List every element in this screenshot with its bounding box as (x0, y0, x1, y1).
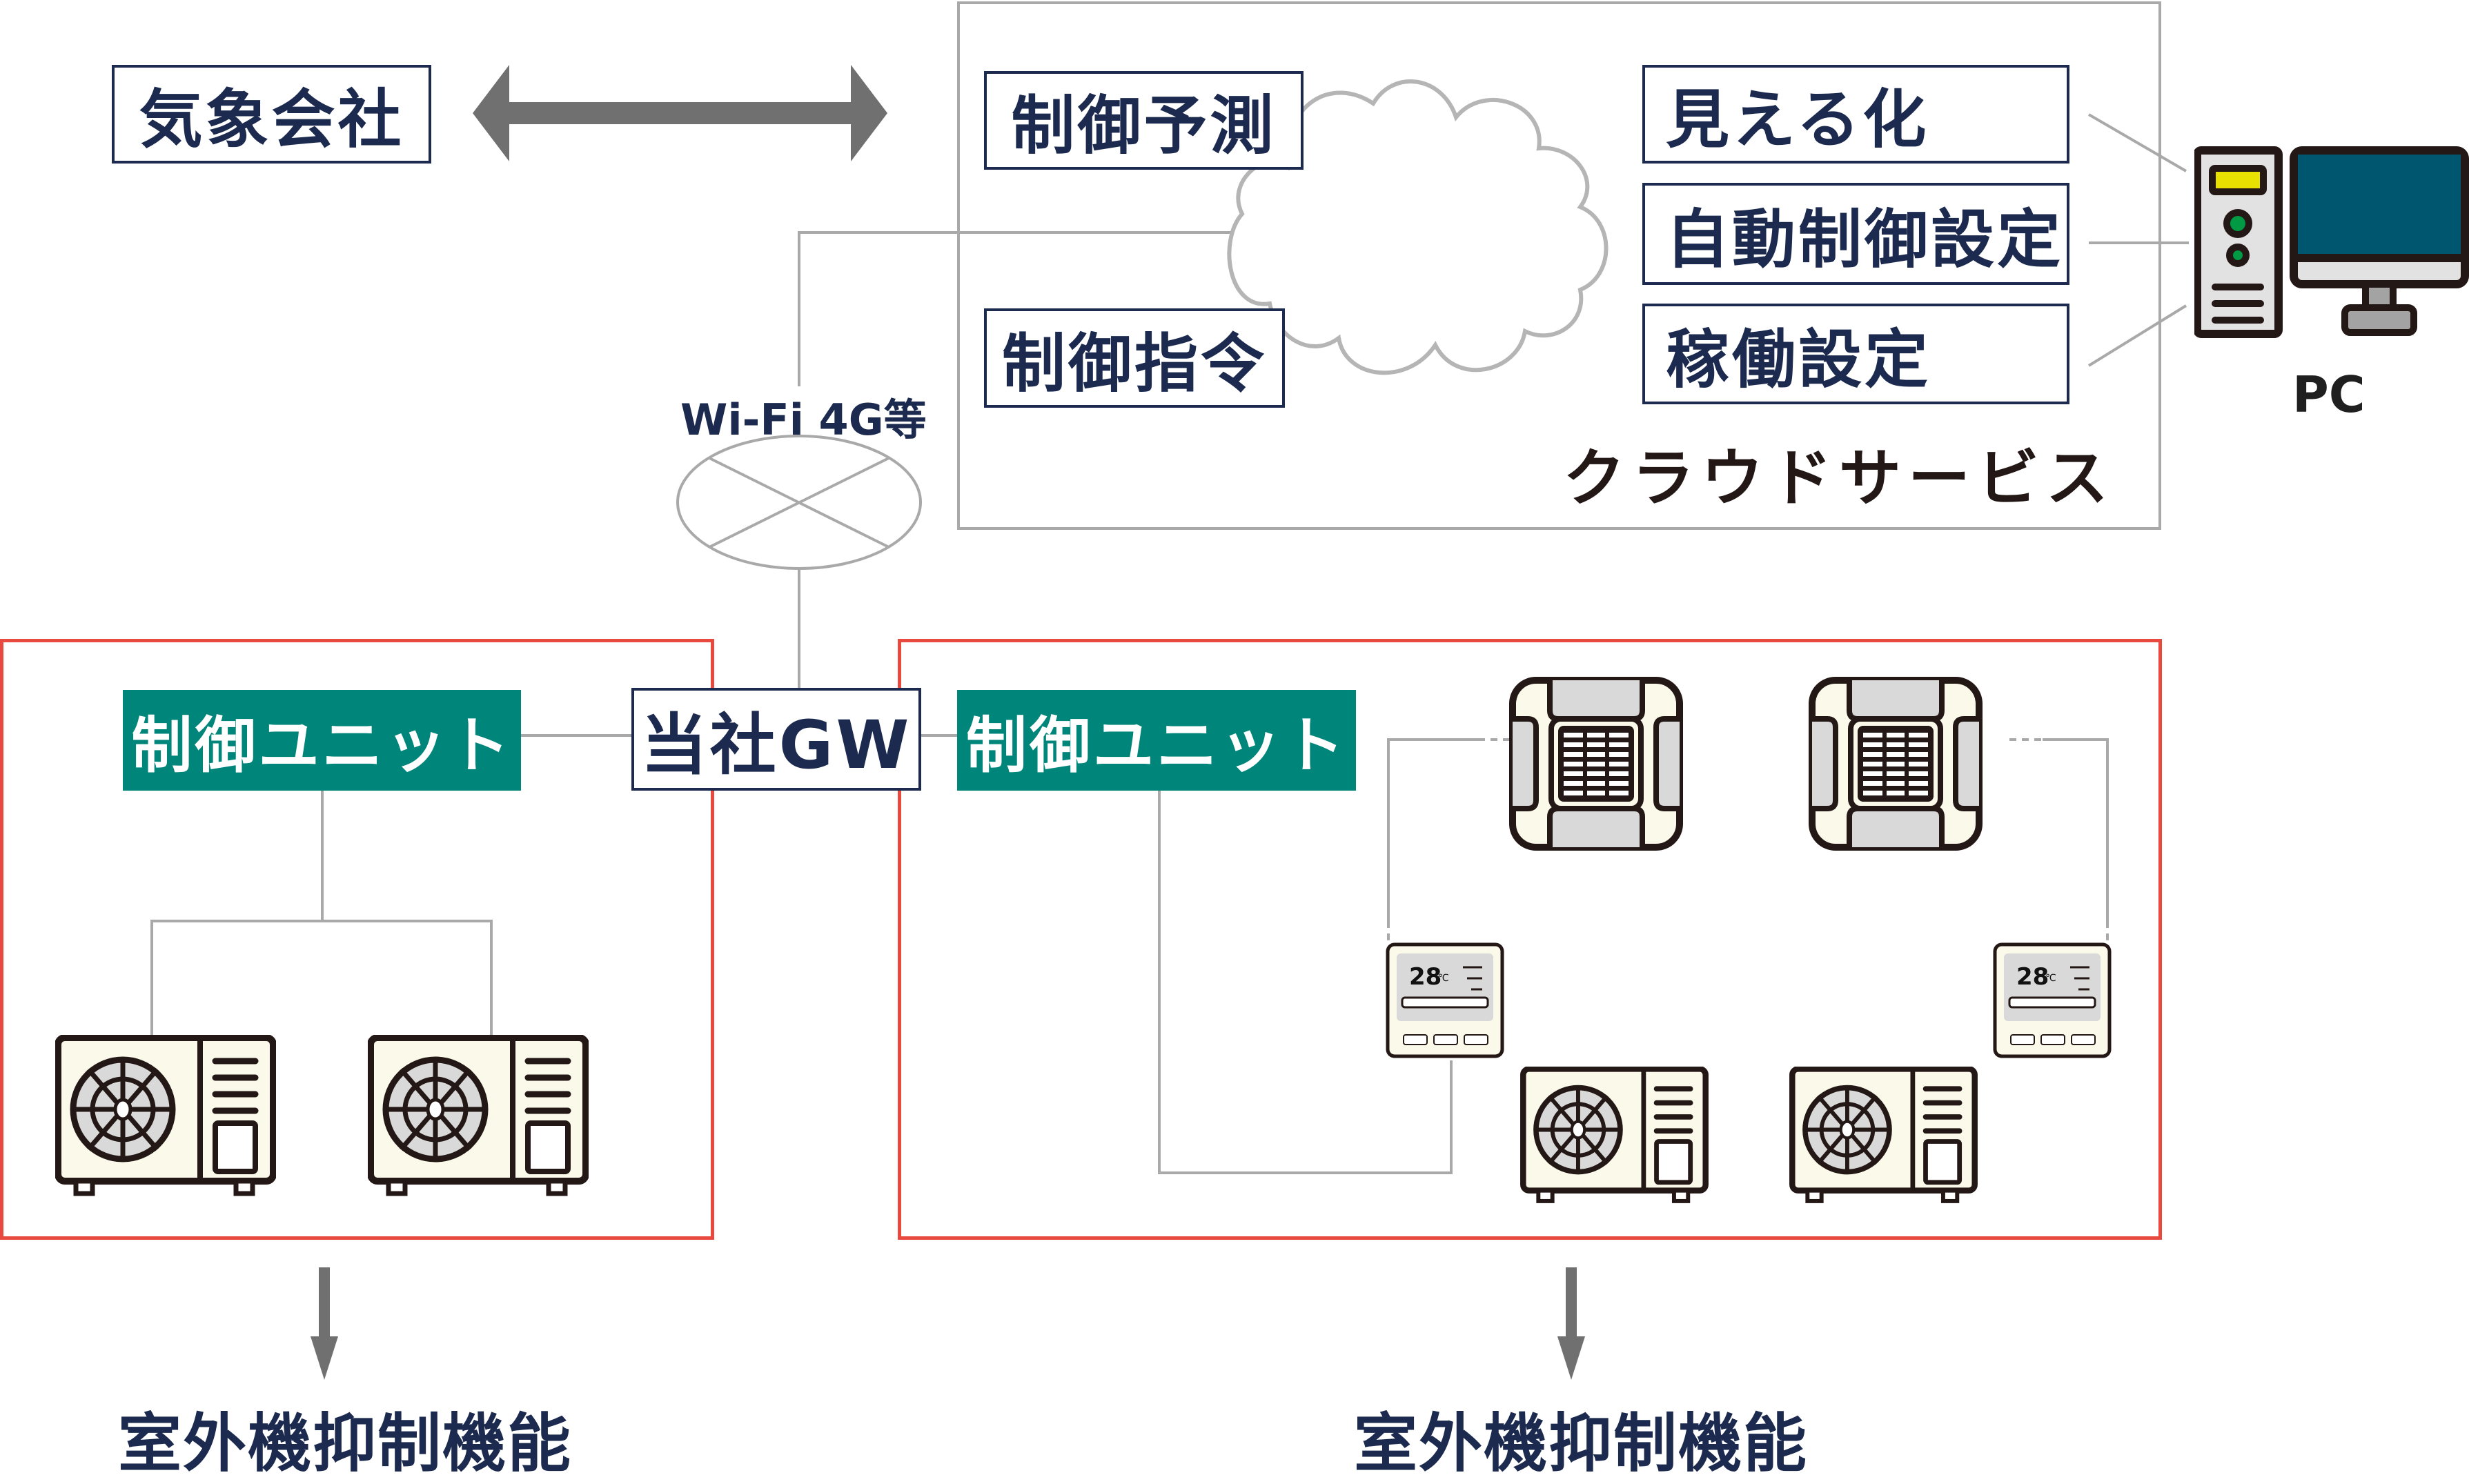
remote-temp-unit: ℃ (2045, 973, 2056, 984)
left-control-unit-label: 制御ユニット (131, 709, 513, 781)
pc-line-operation (2087, 304, 2187, 367)
remote-controller-1: 28 ℃ (1386, 942, 1504, 1058)
right-outdoor-unit-1-icon (1519, 1067, 1709, 1205)
gateway-label: 当社GW (640, 706, 912, 784)
network-ellipse-icon (676, 435, 922, 570)
left-site-frame (0, 639, 714, 1240)
control-command-label: 制御指令 (1001, 326, 1267, 401)
visualization-box: 見える化 (1642, 65, 2069, 164)
left-down-arrow (311, 1267, 338, 1380)
control-prediction-label: 制御予測 (1011, 89, 1277, 163)
operation-setting-box: 稼働設定 (1642, 304, 2069, 404)
operation-setting-label: 稼働設定 (1666, 322, 1931, 397)
cloud-to-network-line (798, 231, 1235, 386)
indoor-unit-2-icon (1808, 676, 1983, 851)
right-control-line (1158, 791, 1453, 1174)
right-control-unit-label: 制御ユニット (965, 709, 1347, 781)
remote-controller-icon (1386, 942, 1504, 1058)
control-prediction-box: 制御予測 (984, 71, 1304, 170)
remote-temp-unit: ℃ (1438, 973, 1449, 984)
cloud-service-frame (957, 1, 2161, 530)
right-control-unit-box: 制御ユニット (957, 690, 1356, 791)
left-outdoor-unit-2-icon (368, 1035, 589, 1198)
right-site-frame (898, 639, 2162, 1240)
pc-label: PC (2292, 366, 2365, 424)
bidirectional-arrow (473, 65, 887, 161)
auto-control-setting-label: 自動制御設定 (1666, 202, 2064, 277)
right-down-arrow (1557, 1267, 1585, 1380)
visualization-label: 見える化 (1666, 83, 1929, 157)
right-result-label: 室外機抑制機能 (1354, 1407, 1809, 1481)
gateway-box: 当社GW (631, 688, 921, 791)
right-outdoor-unit-2-icon (1789, 1067, 1978, 1205)
remote-temp: 28 (1409, 963, 1442, 991)
left-control-unit-box: 制御ユニット (123, 690, 521, 791)
weather-company-box: 気象会社 (112, 65, 431, 164)
remote-controller-icon (1993, 942, 2112, 1058)
left-result-label: 室外機抑制機能 (118, 1407, 573, 1481)
weather-company-label: 気象会社 (139, 83, 404, 157)
pc-line-visualization (2087, 113, 2187, 172)
cloud-service-title: クラウドサービス (1563, 442, 2115, 515)
remote-temp: 28 (2016, 963, 2049, 991)
left-outdoor-unit-1-icon (55, 1035, 276, 1198)
control-command-box: 制御指令 (984, 308, 1285, 408)
remote-controller-2: 28 ℃ (1993, 942, 2112, 1058)
indoor-right-line (2043, 738, 2109, 921)
indoor-unit-1-icon (1508, 676, 1684, 851)
pc-icon (2194, 146, 2469, 338)
auto-control-setting-box: 自動制御設定 (1642, 183, 2069, 285)
network-label: Wi-Fi 4G等 (680, 395, 927, 445)
indoor-left-line (1387, 738, 1478, 921)
